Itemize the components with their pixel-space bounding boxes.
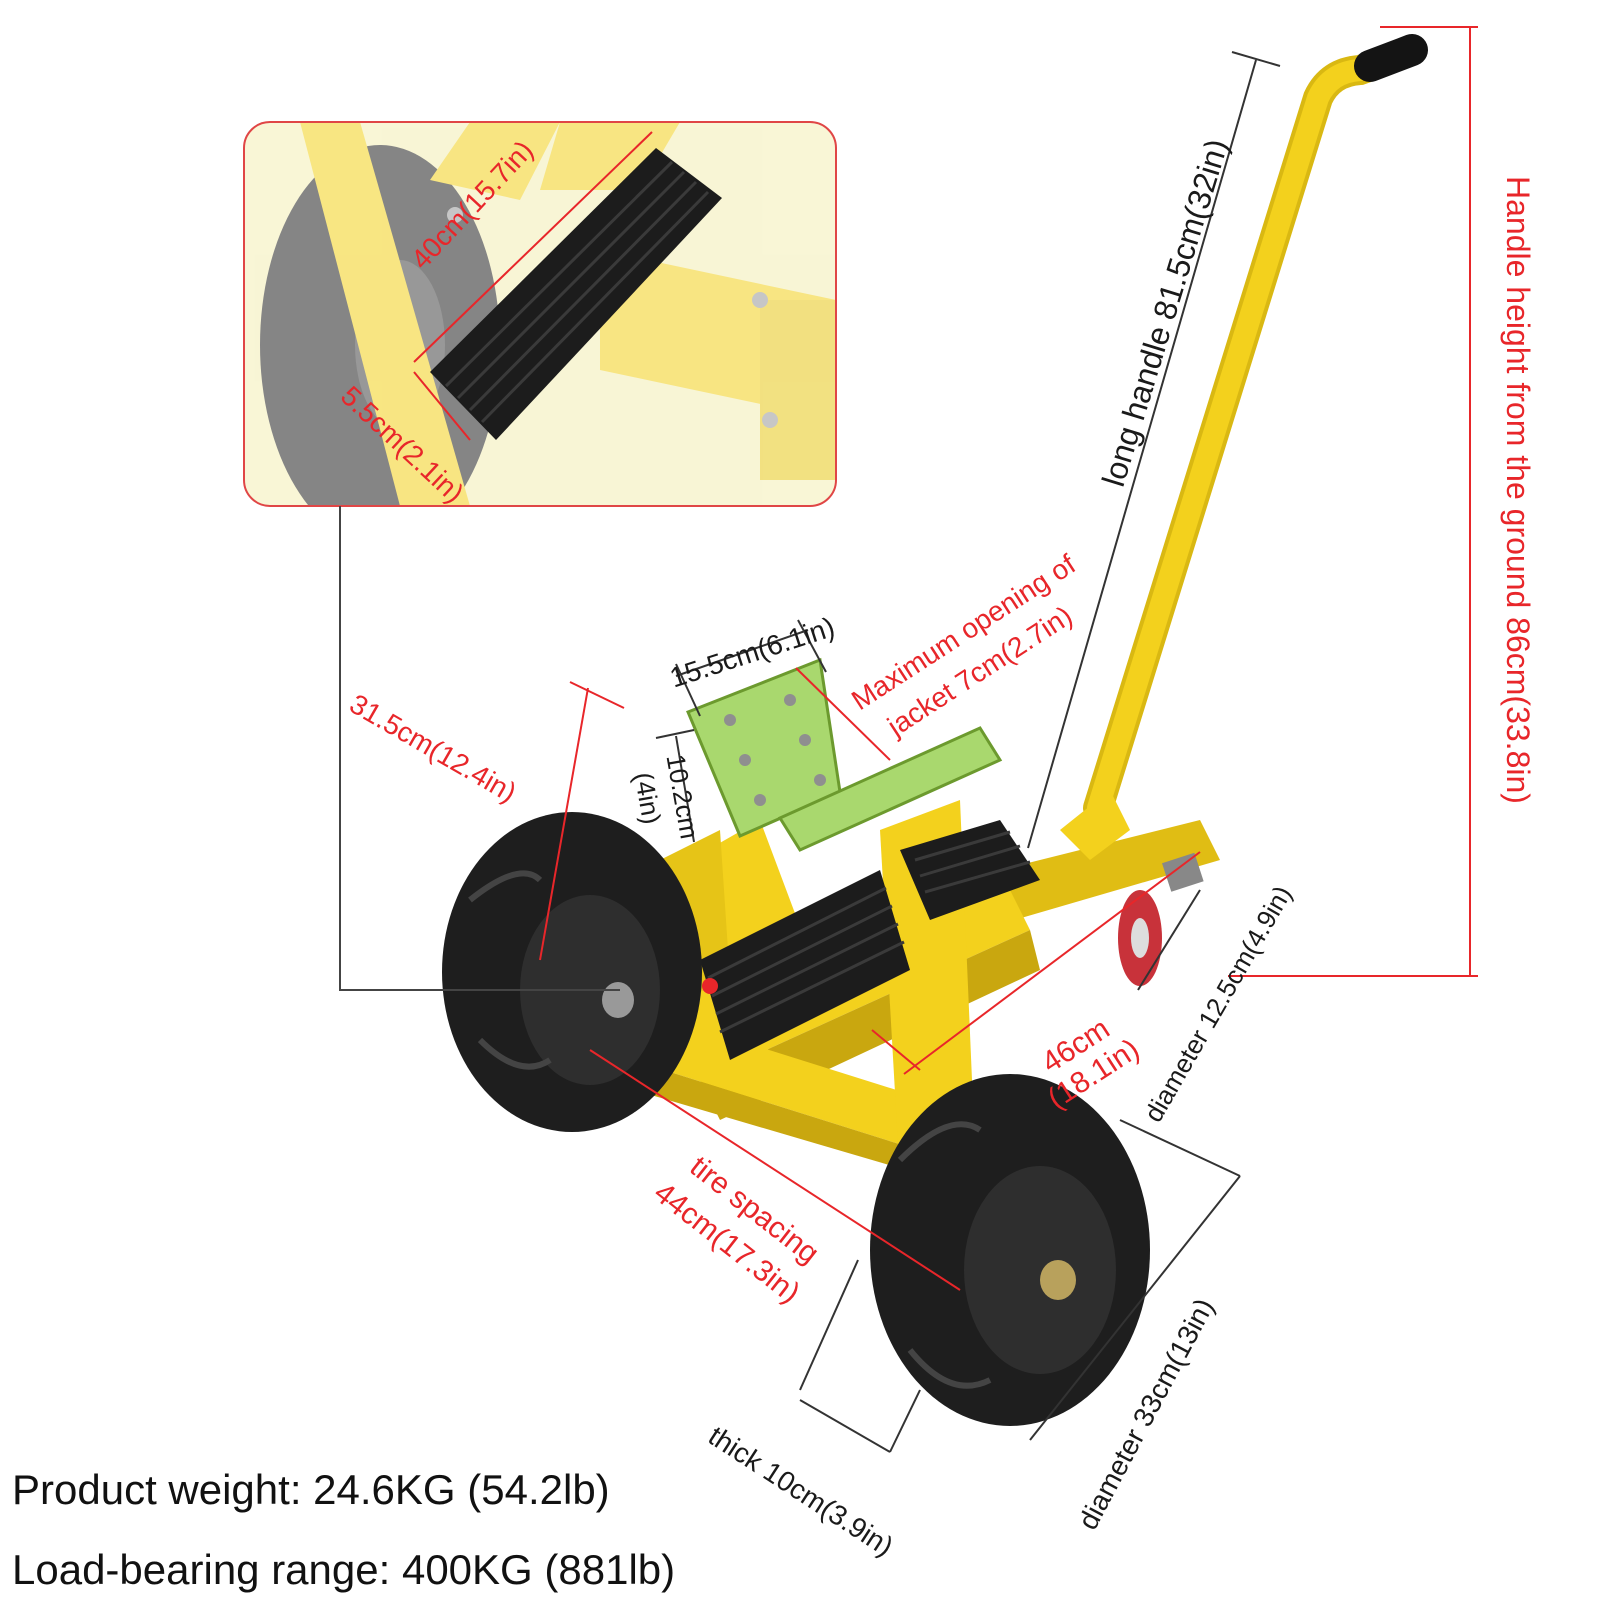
right-wheel [870,1074,1150,1426]
front-crossbar [600,1000,960,1160]
handle-grip [1354,34,1428,82]
inset-length-dim-line [413,131,653,363]
chock-pad [430,148,722,440]
left-wheel [442,812,702,1132]
rear-chock [900,820,1040,920]
dimension-lines [339,26,1478,1453]
jack-pad-front [777,726,1003,852]
load-bearing-caption: Load-bearing range: 400KG (881lb) [12,1546,676,1593]
product-weight-caption: Product weight: 24.6KG (54.2lb) [12,1466,610,1513]
rear-crossbar [960,820,1220,930]
handle-height-label: Handle height from the ground 86cm(33.8i… [1500,176,1536,804]
inset-height-dim-line [413,371,471,441]
dolly-body [600,34,1428,1180]
inset-detail [243,121,837,507]
front-chock [700,870,910,1060]
